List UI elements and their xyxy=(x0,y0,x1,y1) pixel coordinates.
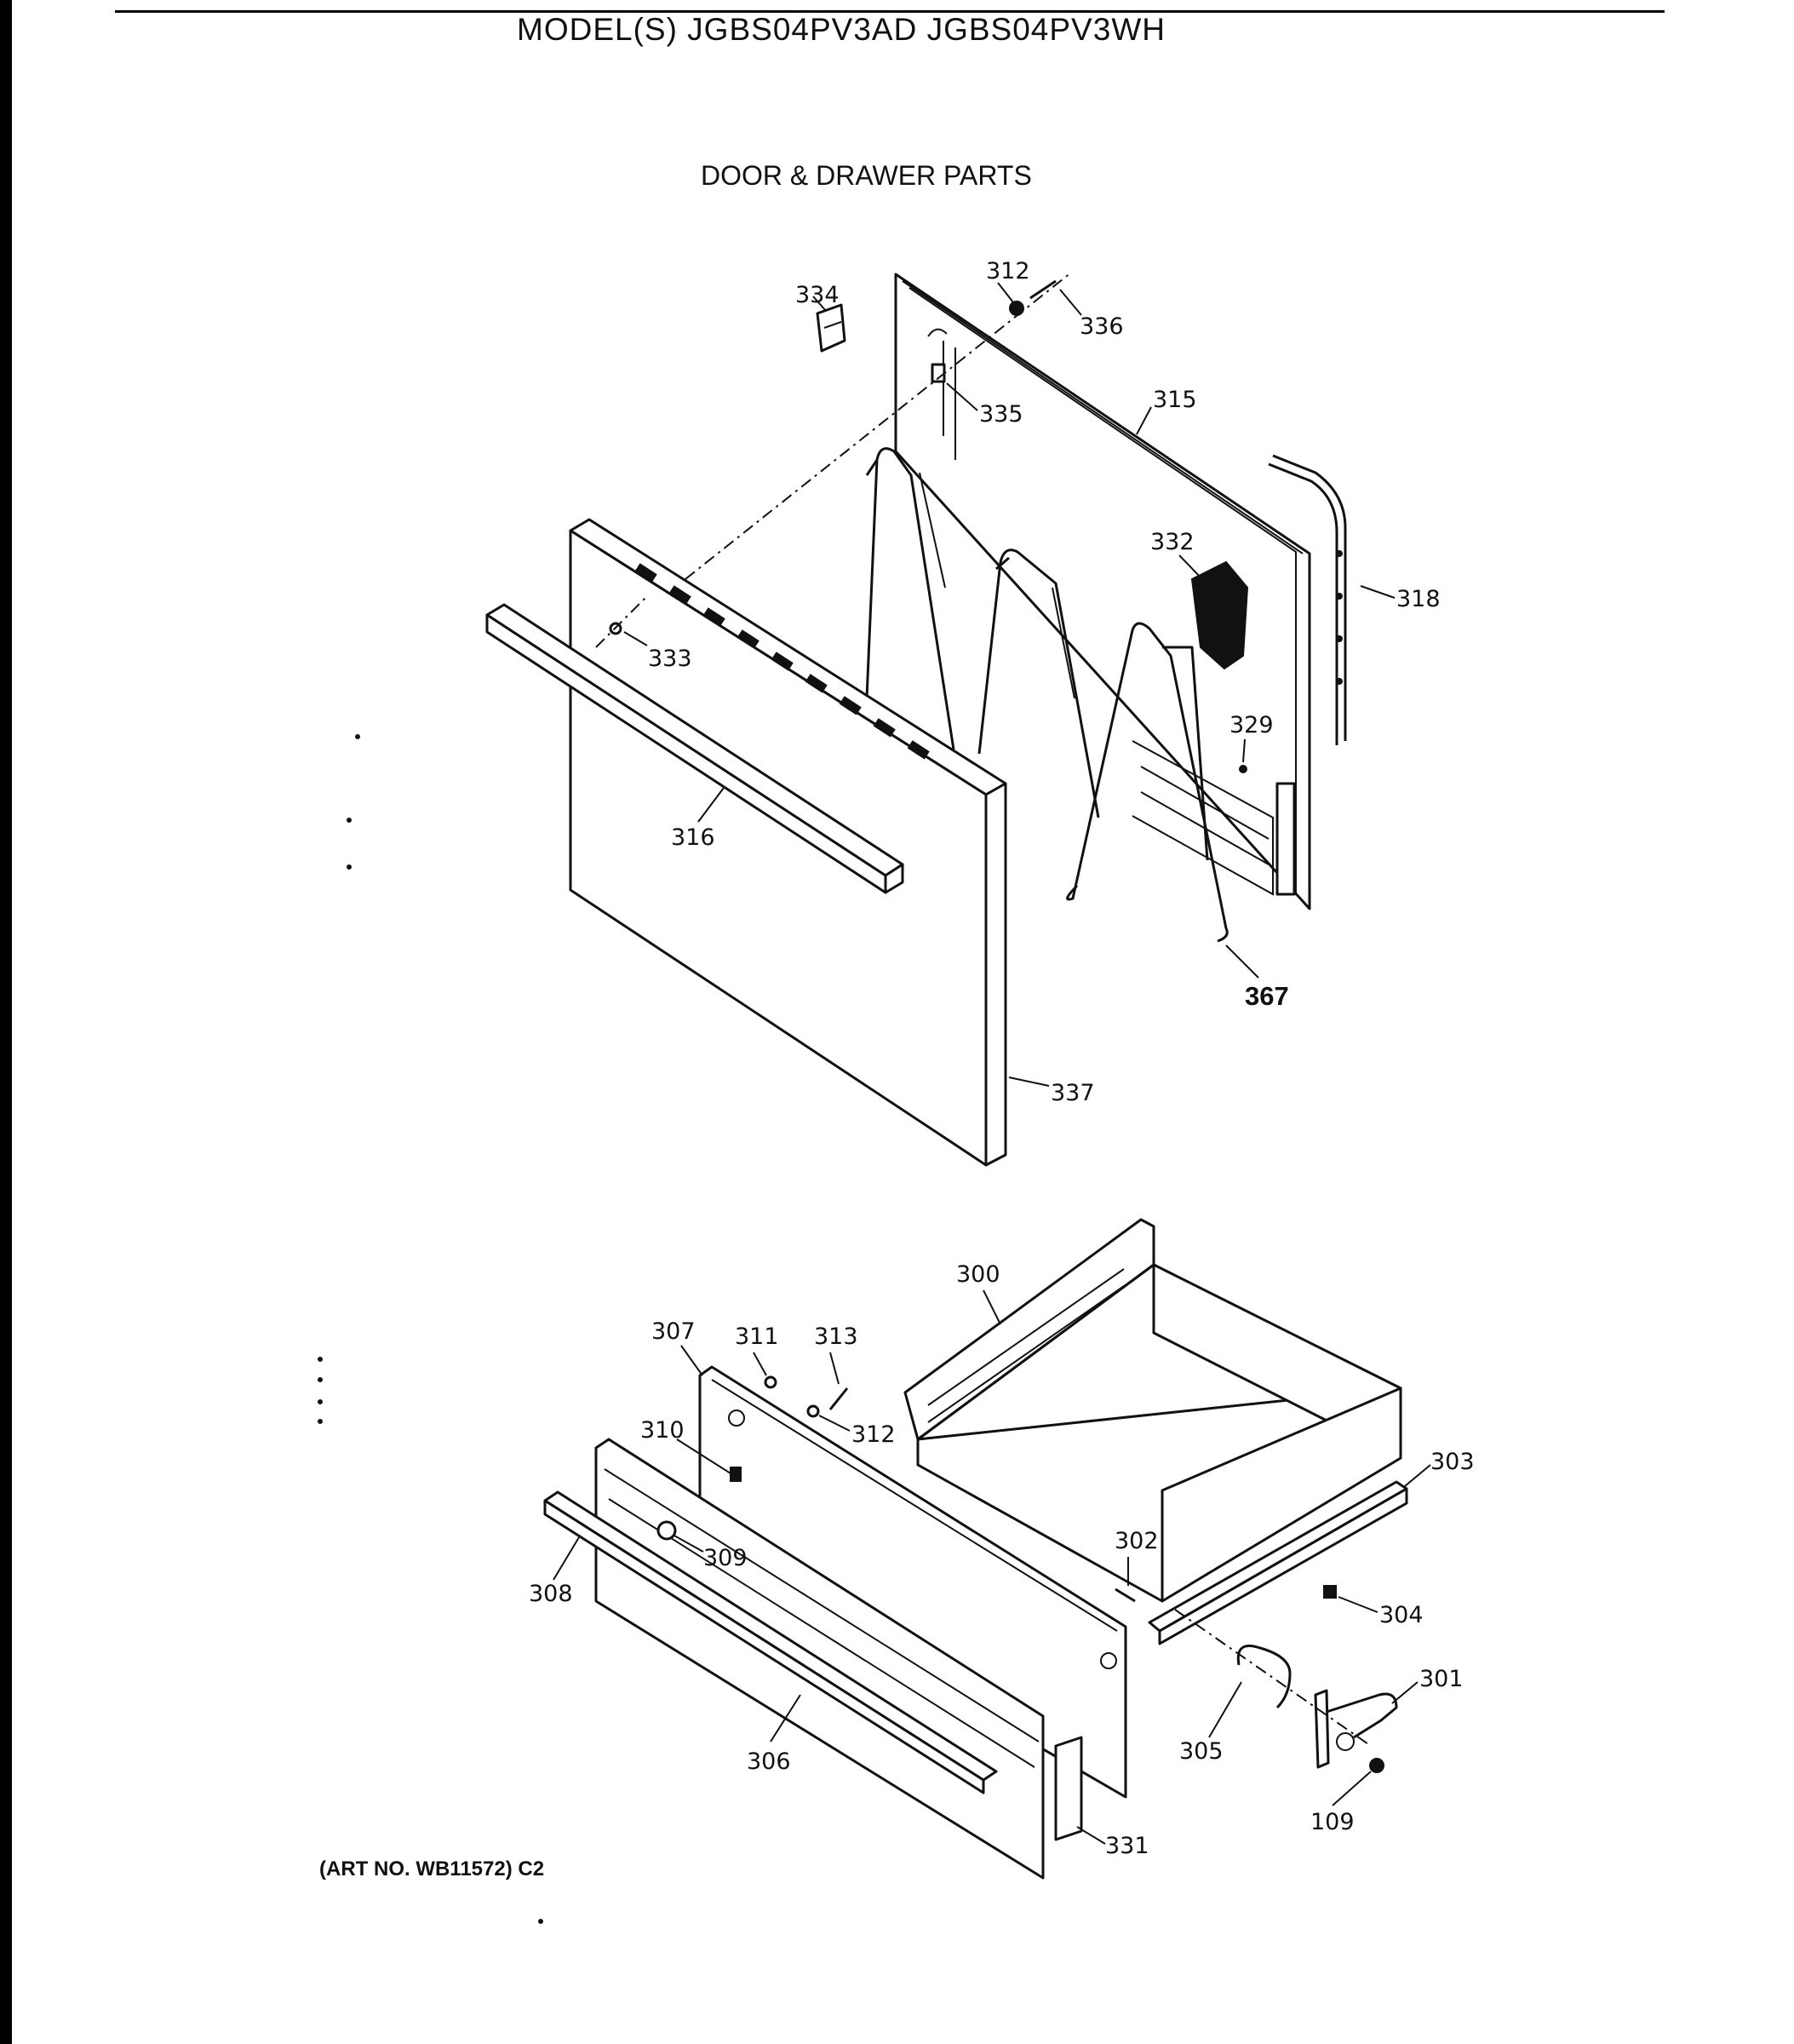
label-313: 313 xyxy=(814,1323,858,1350)
label-331: 331 xyxy=(1105,1833,1149,1859)
section-title: DOOR & DRAWER PARTS xyxy=(701,160,1032,191)
screw-329 xyxy=(1239,765,1247,773)
label-311: 311 xyxy=(735,1323,779,1350)
label-303: 303 xyxy=(1430,1449,1475,1475)
nut-312b xyxy=(806,1404,820,1418)
scan-left-border xyxy=(0,0,12,2044)
assembly-axis-line xyxy=(685,272,1072,580)
door-gasket xyxy=(1268,454,1347,745)
art-number: (ART NO. WB11572) C2 xyxy=(319,1857,545,1880)
label-367: 367 xyxy=(1245,981,1289,1011)
drawer-slide-rail xyxy=(1148,1480,1408,1645)
roller-302 xyxy=(1115,1588,1136,1603)
label-337: 337 xyxy=(1051,1080,1095,1106)
washer-109 xyxy=(1369,1758,1384,1773)
label-304: 304 xyxy=(1379,1602,1424,1628)
clip-311 xyxy=(764,1375,777,1389)
label-333: 333 xyxy=(648,646,692,672)
label-315: 315 xyxy=(1153,387,1197,413)
label-316: 316 xyxy=(671,824,715,851)
drawer-handle xyxy=(543,1490,998,1794)
label-318: 318 xyxy=(1396,586,1441,612)
door-vent-slots xyxy=(634,563,930,760)
door-wire-support xyxy=(865,447,1229,943)
door-handle xyxy=(485,603,904,894)
drawer-hinge-301 xyxy=(1314,1689,1398,1769)
header-rule xyxy=(115,10,1665,13)
part-labels: 334 312 336 335 315 318 332 333 329 316 … xyxy=(529,258,1475,1859)
door-stop-334 xyxy=(816,303,846,353)
label-309: 309 xyxy=(703,1545,748,1571)
screw-336 xyxy=(1029,279,1057,300)
screw-313 xyxy=(828,1387,849,1410)
label-329: 329 xyxy=(1229,712,1274,738)
label-312: 312 xyxy=(986,258,1030,284)
insulation-332 xyxy=(1190,560,1249,670)
label-300: 300 xyxy=(956,1261,1000,1288)
label-334: 334 xyxy=(795,282,840,308)
label-301: 301 xyxy=(1419,1666,1464,1692)
oven-door-outer xyxy=(569,518,1007,1167)
label-306: 306 xyxy=(747,1748,791,1775)
drawer-body xyxy=(903,1218,1402,1603)
label-335: 335 xyxy=(979,401,1023,428)
label-308: 308 xyxy=(529,1581,573,1607)
spring-305 xyxy=(1236,1645,1292,1709)
label-336: 336 xyxy=(1080,313,1124,340)
label-310: 310 xyxy=(640,1417,685,1444)
label-307: 307 xyxy=(651,1318,696,1345)
label-305: 305 xyxy=(1179,1738,1224,1765)
drawer-bracket-331 xyxy=(1054,1736,1083,1841)
clip-304 xyxy=(1323,1585,1337,1599)
model-title: MODEL(S) JGBS04PV3AD JGBS04PV3WH xyxy=(517,12,1166,47)
label-312b: 312 xyxy=(851,1421,896,1448)
label-302: 302 xyxy=(1115,1528,1159,1554)
label-332: 332 xyxy=(1150,529,1195,555)
label-109: 109 xyxy=(1310,1809,1355,1835)
